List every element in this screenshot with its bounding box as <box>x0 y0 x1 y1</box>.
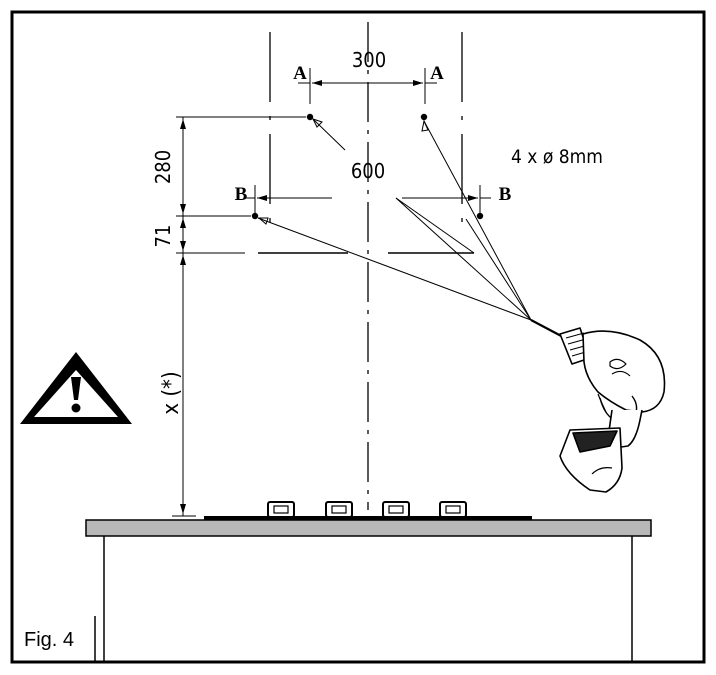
dim-71-label: 71 <box>151 225 175 248</box>
hole-b-left <box>251 212 259 220</box>
leader-600-to-a <box>313 119 346 151</box>
dim-300-arrow-left <box>312 80 322 86</box>
dim-300-label: 300 <box>352 48 386 72</box>
dim-300-arrow-right <box>413 80 423 86</box>
figure-label: Fig. 4 <box>24 629 74 651</box>
point-a-right-label: A <box>430 63 444 84</box>
hole-a-left <box>306 113 314 121</box>
cordless-drill <box>530 319 666 493</box>
dim-280-label: 280 <box>151 150 175 184</box>
dim-600-label: 600 <box>351 159 385 183</box>
hole-spec-label: 4 x ø 8mm <box>511 146 603 168</box>
point-b-right-label: B <box>499 184 512 205</box>
dim-x-label: x (*) <box>159 371 184 414</box>
drill-sight-lines <box>257 120 532 321</box>
warning-triangle-icon <box>20 352 132 424</box>
point-b-left-label: B <box>235 184 248 205</box>
hole-a-right <box>420 113 428 121</box>
point-a-left-label: A <box>293 63 307 84</box>
hob-burners <box>267 501 467 518</box>
countertop <box>85 519 652 537</box>
figure-frame <box>10 10 706 664</box>
hole-b-right <box>476 212 484 220</box>
